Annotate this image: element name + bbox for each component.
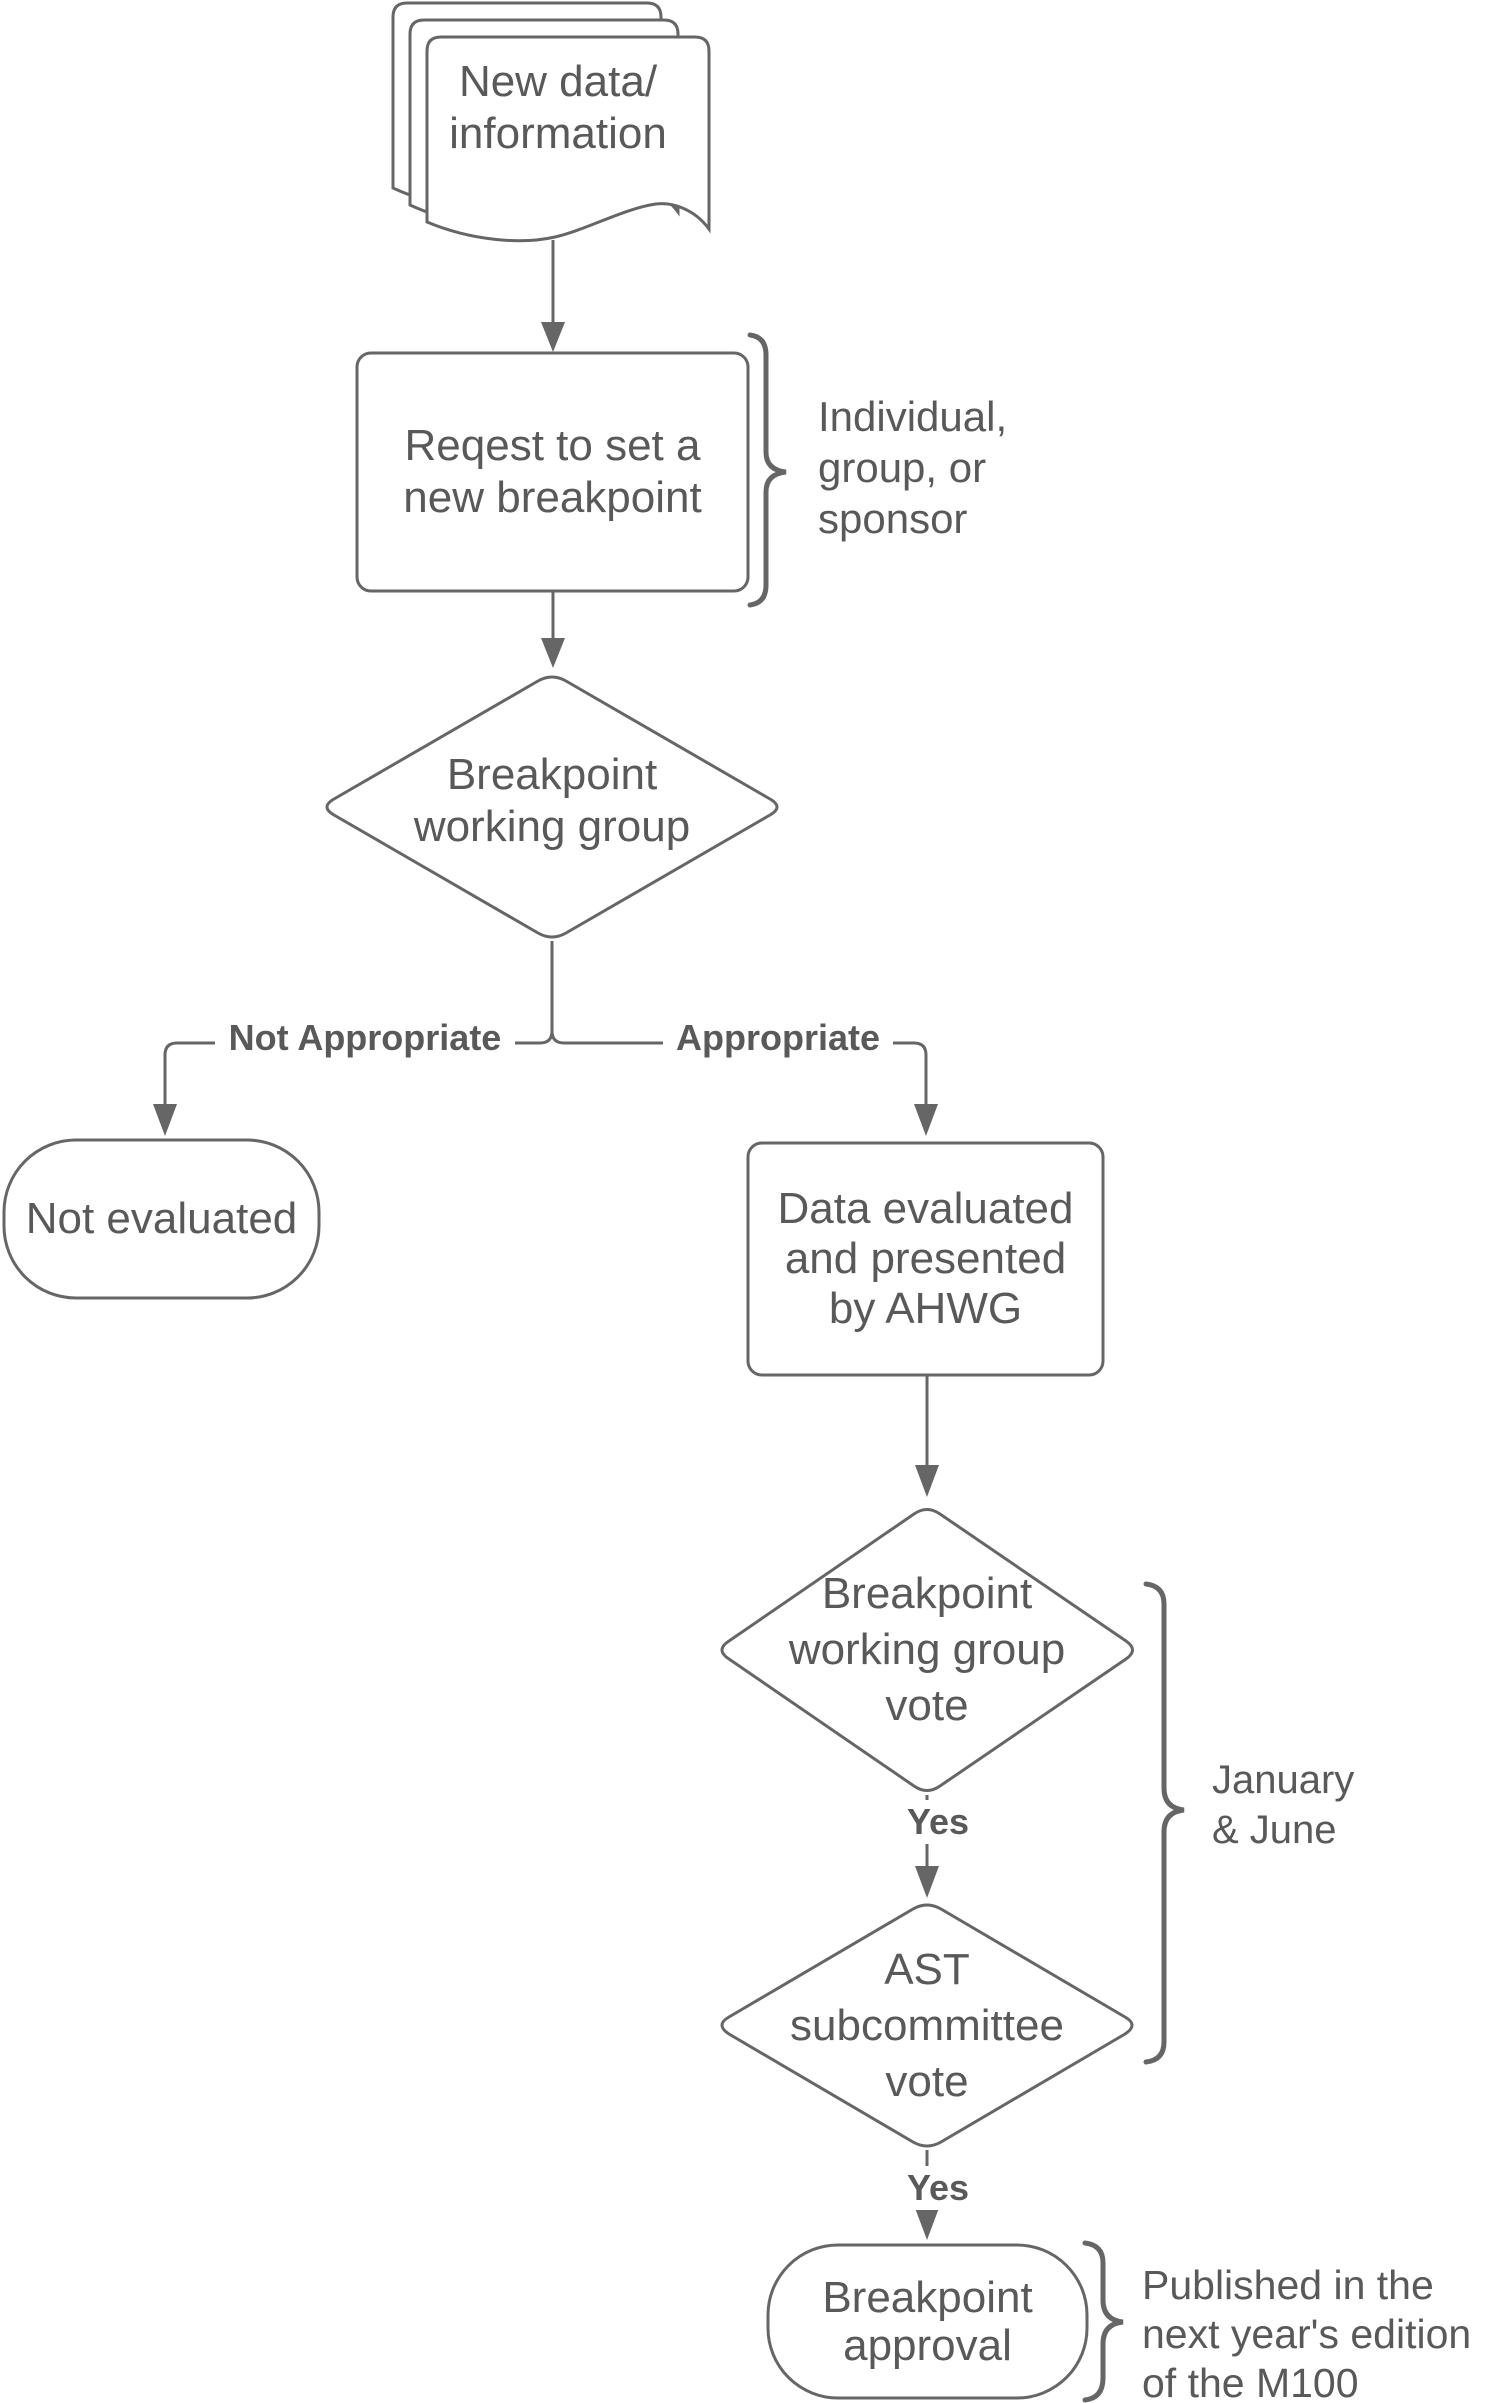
- multi-document-shape: [391, 1, 711, 243]
- approval-label: Breakpoint approval: [822, 2272, 1033, 2370]
- request-label: Reqest to set a new breakpoint: [403, 421, 702, 522]
- yes-astvote-edge-label: Yes: [883, 2166, 993, 2210]
- edge-request-to-wg: [541, 591, 565, 668]
- publication-annotation: Published in the next year's edition of …: [1142, 2262, 1472, 2403]
- decision-working-group: [325, 675, 779, 939]
- brace-publication: [1082, 2240, 1124, 2403]
- edge-wg-appropriate: [550, 1030, 938, 1136]
- terminator-approval: [766, 2243, 1089, 2400]
- wg-vote-label: Breakpoint working group vote: [788, 1569, 1066, 1730]
- working-group-label: Breakpoint working group: [413, 749, 691, 851]
- decision-wg-vote: [720, 1508, 1134, 1792]
- decision-ast-vote: [720, 1903, 1134, 2148]
- brace-vote-timing: [1143, 1581, 1185, 2065]
- edge-dataeval-to-wgvote: [915, 1375, 939, 1497]
- document-page-front: [425, 35, 711, 243]
- edge-newdata-to-request: [541, 240, 565, 352]
- new-data-label: New data/ information: [449, 56, 667, 158]
- requester-annotation: Individual, group, or sponsor: [818, 393, 1008, 542]
- appropriate-edge-label: Appropriate: [663, 1016, 893, 1060]
- ast-vote-label: AST subcommittee vote: [790, 1944, 1064, 2106]
- not-appropriate-edge-label: Not Appropriate: [215, 1016, 515, 1060]
- data-evaluated-label: Data evaluated and presented by AHWG: [777, 1184, 1074, 1333]
- not-evaluated-label: Not evaluated: [25, 1194, 298, 1244]
- brace-requester: [747, 332, 787, 608]
- yes-wgvote-edge-label: Yes: [883, 1800, 993, 1844]
- vote-timing-annotation: January & June: [1212, 1758, 1355, 1852]
- terminator-not-evaluated: [2, 1138, 321, 1300]
